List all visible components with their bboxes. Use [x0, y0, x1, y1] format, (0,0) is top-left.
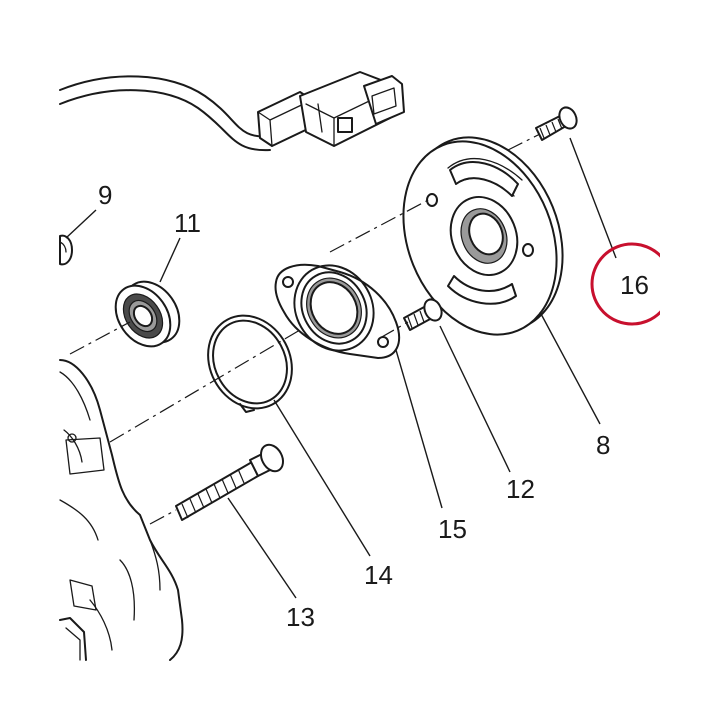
callouts: 9 11 16 8 12 15 14 13: [98, 180, 649, 632]
sensor-cable: [59, 75, 273, 152]
callout-16: 16: [620, 270, 649, 300]
callout-15: 15: [438, 514, 467, 544]
callout-8: 8: [596, 430, 610, 460]
part-9-cap: [59, 234, 73, 266]
leader-lines: [65, 137, 617, 599]
cable-connector: [257, 71, 405, 147]
part-12-screw: [403, 298, 443, 331]
part-15-flange: [274, 263, 401, 359]
part-16-screw: [535, 106, 578, 141]
part-11-oil-seal: [114, 280, 181, 348]
callout-11: 11: [174, 208, 201, 238]
part-13-bolt: [175, 443, 285, 521]
assembly-axis-lines: [69, 133, 541, 525]
part-8-plate: [402, 136, 564, 336]
callout-12: 12: [506, 474, 535, 504]
callout-9: 9: [98, 180, 112, 210]
callout-14: 14: [364, 560, 393, 590]
engine-case: [59, 359, 184, 661]
right-edge-mask: [660, 230, 720, 340]
callout-13: 13: [286, 602, 315, 632]
